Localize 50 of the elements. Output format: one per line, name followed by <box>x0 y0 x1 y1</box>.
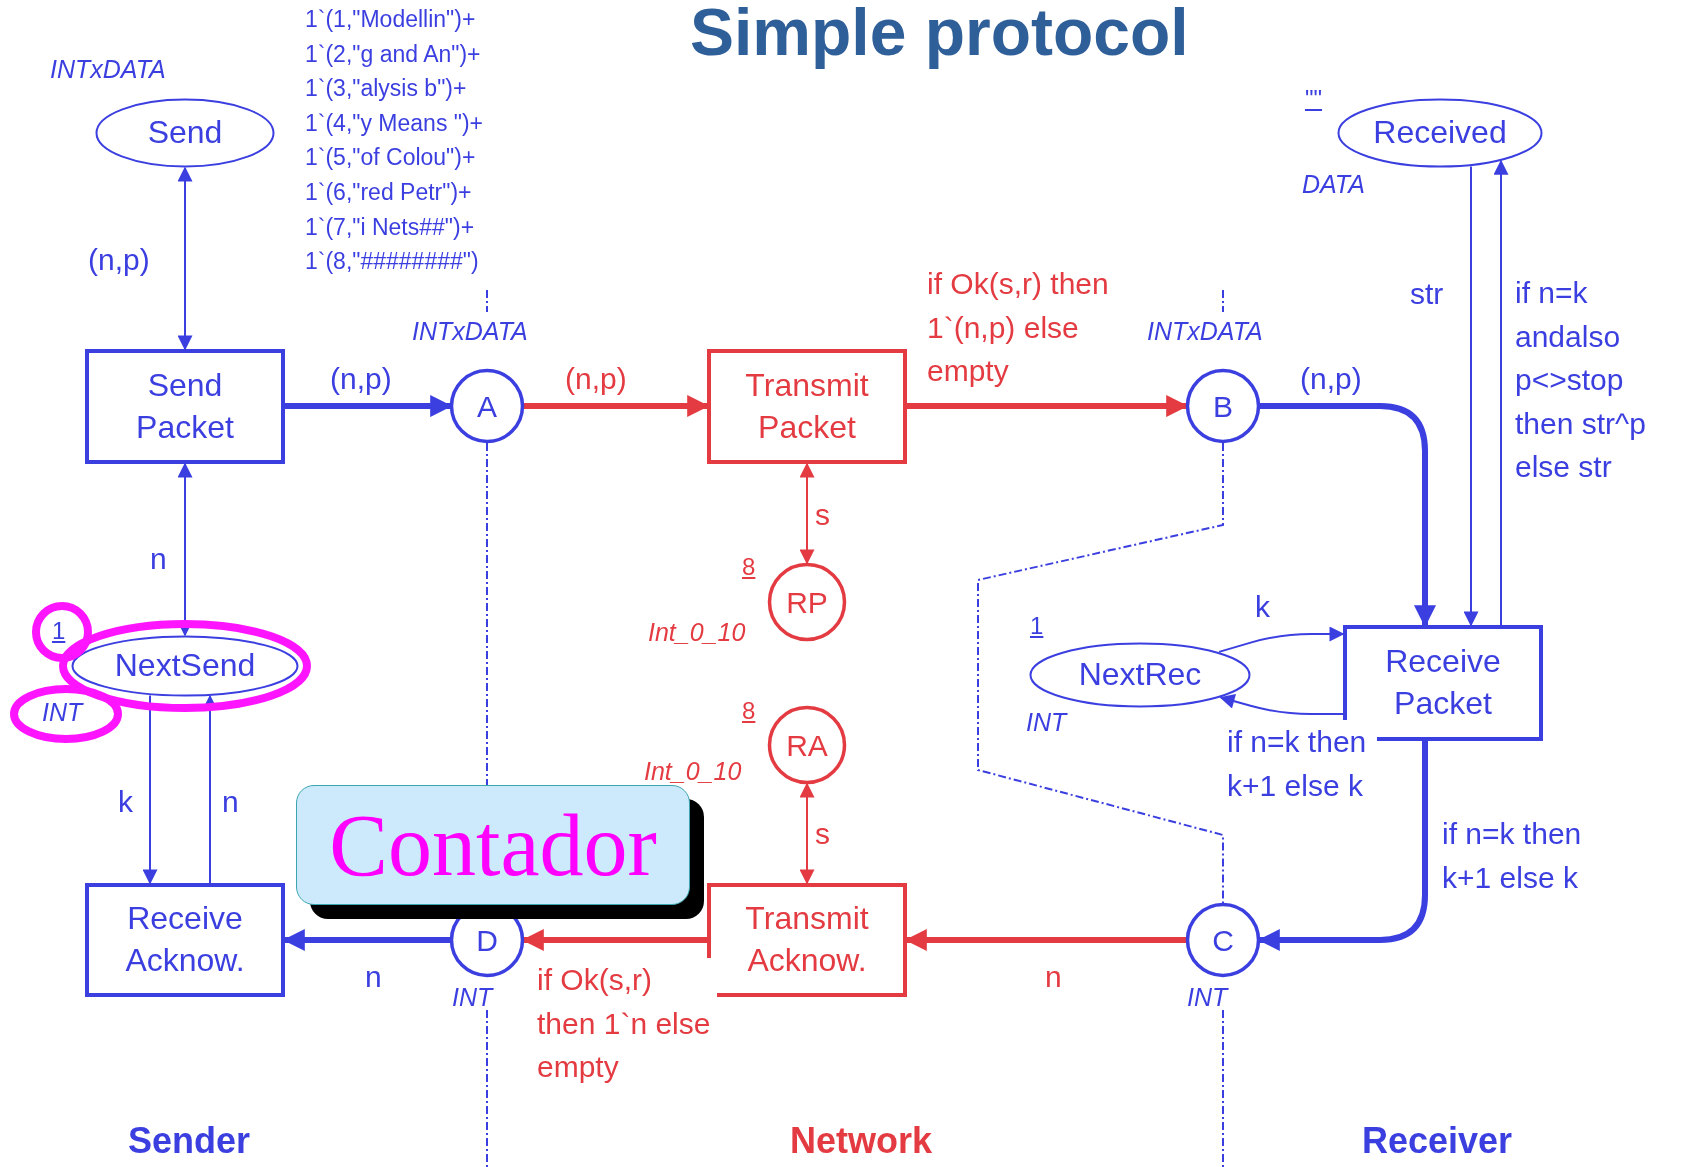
initial-marking-line: 1`(3,"alysis b")+ <box>305 75 467 103</box>
arc-arrow <box>177 166 193 351</box>
type-label: INTxDATA <box>1147 317 1263 346</box>
transition-box: Send Packet <box>85 349 285 464</box>
place-circle: C <box>1186 903 1260 977</box>
initial-marking-line: 1`(4,"y Means ")+ <box>305 109 484 137</box>
type-label: DATA <box>1302 170 1365 199</box>
transition-box: Transmit Packet <box>707 349 907 464</box>
arc-arrow <box>799 462 815 565</box>
initial-marking-line: 1`(5,"of Colou")+ <box>305 144 476 172</box>
type-label: INTxDATA <box>412 317 528 346</box>
initial-marking: 1 <box>52 617 66 645</box>
arc-arrow <box>177 462 193 637</box>
arc-arrow <box>1218 626 1345 653</box>
lane-label: Network <box>790 1120 933 1162</box>
arc-arrow <box>799 782 815 885</box>
place-circle: A <box>450 369 524 443</box>
initial-marking-line: 1`(6,"red Petr")+ <box>305 179 472 206</box>
transition-box: Receive Acknow. <box>85 883 285 997</box>
arc-arrow <box>1493 159 1509 626</box>
place-ellipse: Received <box>1337 98 1543 168</box>
initial-marking: 8 <box>742 697 756 725</box>
title: Simple protocol <box>690 0 1189 70</box>
type-label: INT <box>42 698 83 727</box>
arc-arrow <box>1463 165 1479 627</box>
place-ellipse: NextSend <box>71 635 299 697</box>
type-label: Int_0_10 <box>644 757 742 786</box>
type-label: INT <box>1187 983 1228 1012</box>
initial-marking: 1 <box>1030 612 1044 640</box>
lane-label: Receiver <box>1362 1120 1513 1162</box>
type-label: INTxDATA <box>50 55 166 84</box>
arc-arrow <box>1219 693 1344 715</box>
initial-marking-line: 1`(7,"i Nets##")+ <box>305 213 475 241</box>
type-label: INT <box>452 983 493 1012</box>
initial-marking: 8 <box>742 553 756 581</box>
arc-arrow <box>142 694 158 885</box>
arc-arrow <box>1260 403 1436 628</box>
initial-marking-line: 1`(1,"Modellin")+ <box>305 6 476 33</box>
place-circle: RA <box>768 706 846 784</box>
initial-marking-line: 1`(8,"########") <box>305 248 479 276</box>
place-circle: B <box>1186 369 1260 443</box>
initial-marking-line: 1`(2,"g and An")+ <box>305 40 481 68</box>
lane-label: Sender <box>128 1120 251 1162</box>
place-circle: RP <box>768 563 846 641</box>
transition-box: Transmit Acknow. <box>707 883 907 997</box>
place-ellipse: Send <box>95 98 275 168</box>
initial-marking: "" <box>1305 85 1323 113</box>
type-label: INT <box>1026 708 1067 737</box>
place-ellipse: NextRec <box>1029 642 1251 708</box>
type-label: Int_0_10 <box>648 618 746 647</box>
